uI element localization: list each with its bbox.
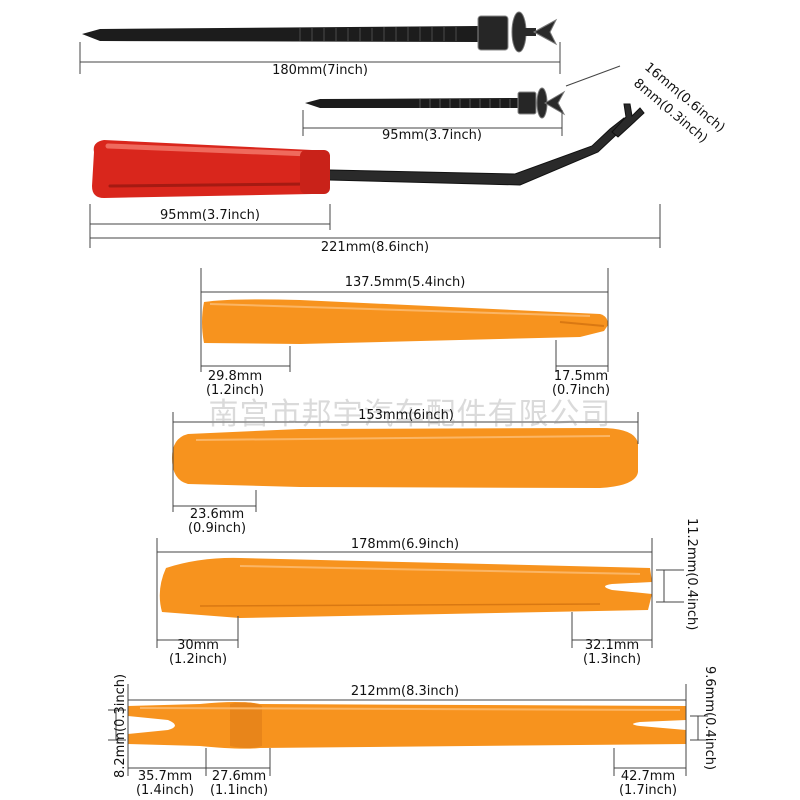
label-tool4-left-a-inch: (1.4inch) bbox=[135, 783, 195, 798]
label-tool3-right-inch: (1.3inch) bbox=[582, 652, 642, 667]
dimension-line-tool3 bbox=[156, 538, 684, 648]
label-tool4-right-height: 9.6mm(0.4inch) bbox=[702, 666, 717, 771]
label-tie-long: 180mm(7inch) bbox=[272, 63, 368, 78]
label-tool2-left-mm: 23.6mm bbox=[189, 507, 245, 522]
label-tool4-right-mm: 42.7mm bbox=[620, 769, 676, 784]
label-tool4-length: 212mm(8.3inch) bbox=[350, 684, 460, 699]
short-cable-tie bbox=[305, 87, 566, 119]
label-tool4-right-inch: (1.7inch) bbox=[618, 783, 678, 798]
dimension-line-tool2 bbox=[172, 412, 639, 512]
label-tool3-length: 178mm(6.9inch) bbox=[350, 537, 460, 552]
label-tool3-left-mm: 30mm bbox=[177, 638, 219, 653]
trim-tool-fork bbox=[159, 557, 652, 618]
label-tool4-left-b-mm: 27.6mm bbox=[211, 769, 267, 784]
label-driver-handle: 95mm(3.7inch) bbox=[160, 208, 260, 223]
label-tool3-left-inch: (1.2inch) bbox=[168, 652, 228, 667]
label-tool3-height: 11.2mm(0.4inch) bbox=[684, 518, 699, 631]
label-tool3-right-mm: 32.1mm bbox=[584, 638, 640, 653]
dimension-line-tool4 bbox=[108, 684, 708, 776]
label-tool4-left-b-inch: (1.1inch) bbox=[209, 783, 269, 798]
label-tool1-right-inch: (0.7inch) bbox=[551, 383, 611, 398]
dimension-line-tool1 bbox=[200, 268, 609, 372]
long-cable-tie bbox=[82, 11, 558, 53]
dimension-line-tie-short bbox=[302, 110, 563, 136]
label-tool1-right-mm: 17.5mm bbox=[553, 369, 609, 384]
label-tool4-left-a-mm: 35.7mm bbox=[137, 769, 193, 784]
trim-tool-flat-bar bbox=[172, 428, 638, 488]
dimension-line-tie-long bbox=[79, 42, 561, 74]
label-tool4-left-height: 8.2mm(0.3inch) bbox=[113, 673, 128, 778]
label-tool1-left-inch: (1.2inch) bbox=[205, 383, 265, 398]
label-tool2-length: 153mm(6inch) bbox=[358, 408, 454, 423]
label-driver-total: 221mm(8.6inch) bbox=[320, 240, 430, 255]
fork-screwdriver bbox=[92, 103, 645, 198]
trim-tool-double-fork bbox=[128, 702, 686, 749]
dimension-line-screwdriver bbox=[89, 204, 661, 248]
label-tie-short: 95mm(3.7inch) bbox=[382, 128, 482, 143]
label-tool2-left-inch: (0.9inch) bbox=[187, 521, 247, 536]
dimension-line-clip-head bbox=[565, 65, 621, 87]
label-tool1-length: 137.5mm(5.4inch) bbox=[344, 275, 466, 290]
label-tool1-left-mm: 29.8mm bbox=[207, 369, 263, 384]
trim-tool-wedge bbox=[202, 299, 608, 344]
watermark-text: 南宫市邦宇汽车配件有限公司 bbox=[208, 397, 612, 432]
